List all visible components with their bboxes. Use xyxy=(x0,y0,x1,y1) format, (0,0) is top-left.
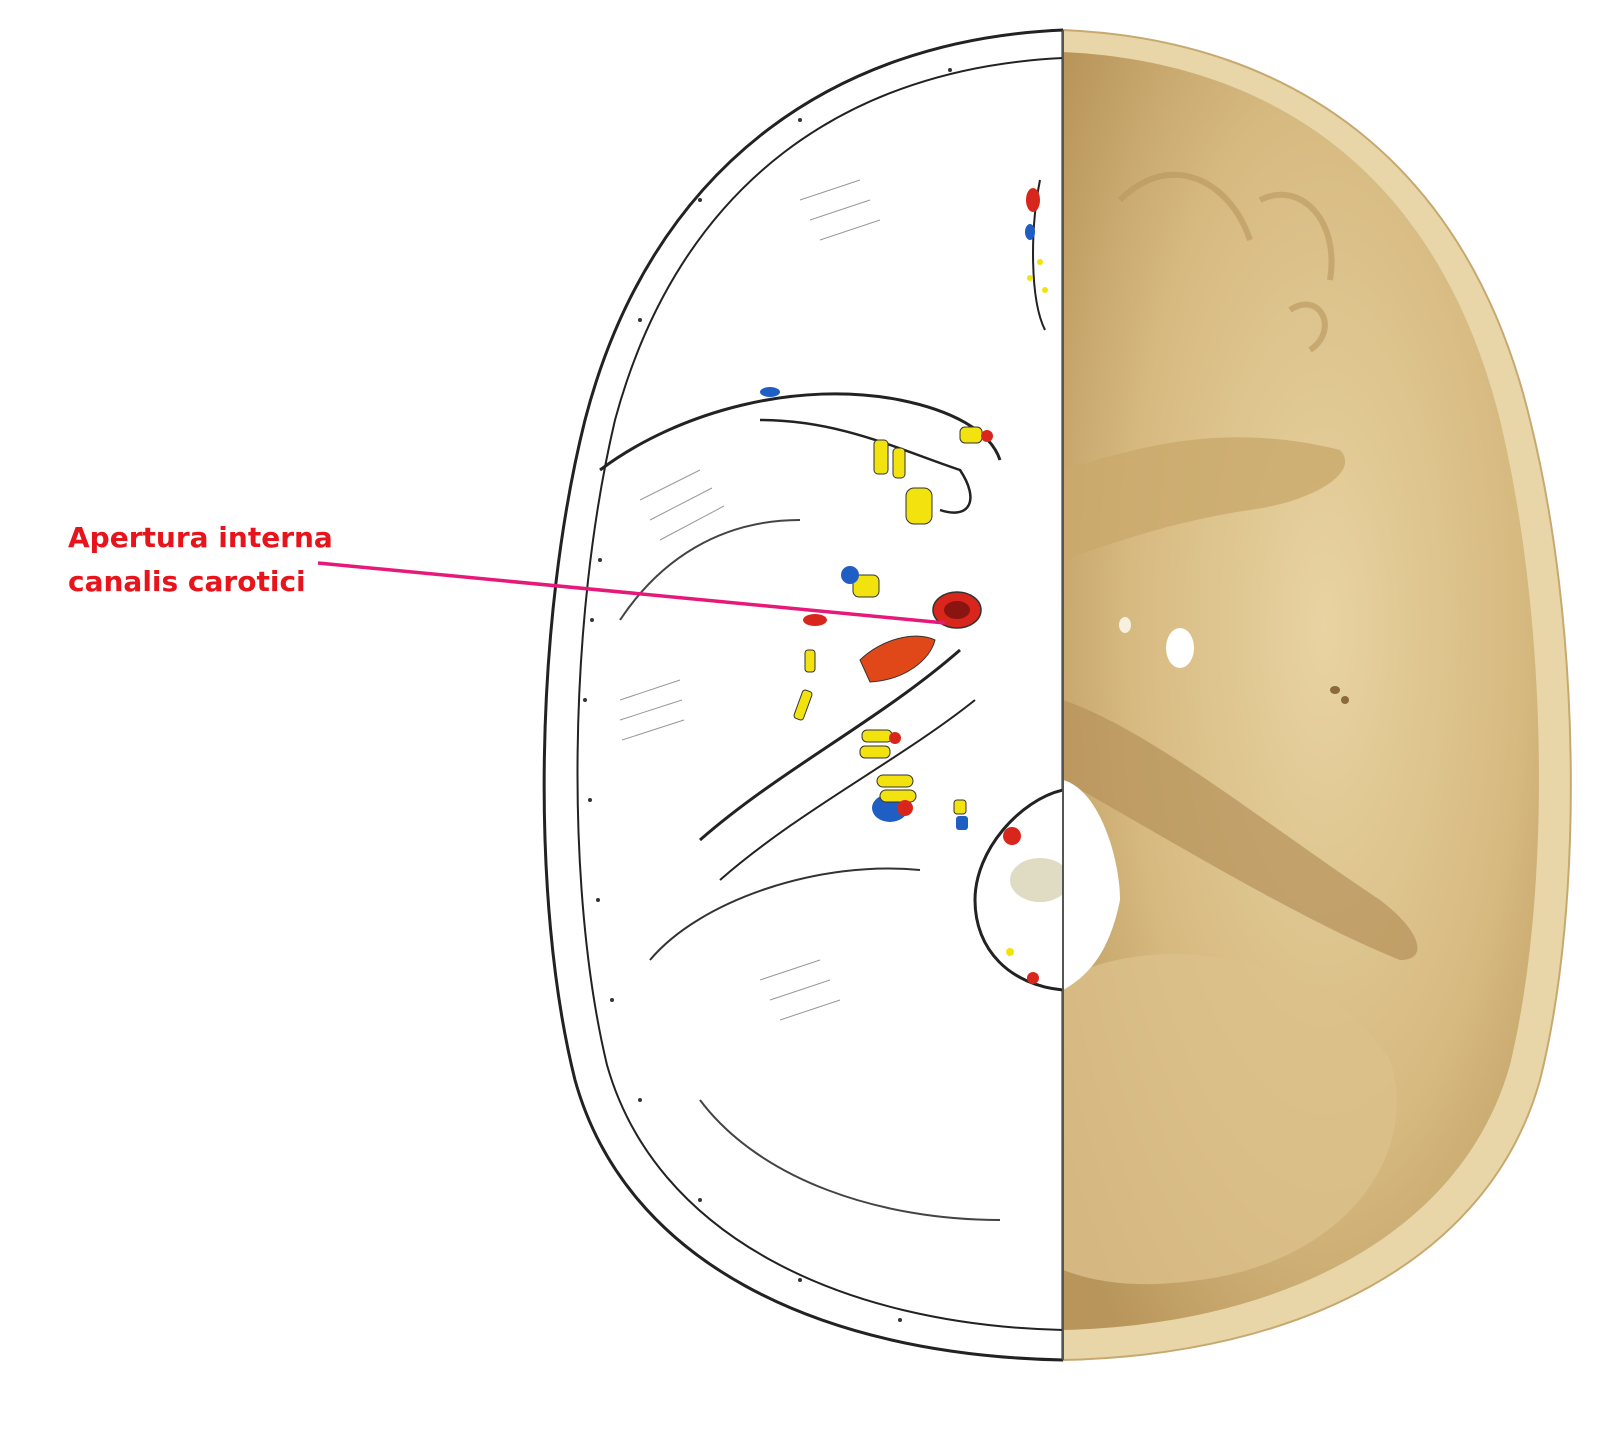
label-line-1: Apertura interna xyxy=(68,521,333,554)
label-line-2: canalis carotici xyxy=(68,565,306,598)
bone-photo-half xyxy=(1063,28,1572,1362)
bone-drawing-half xyxy=(542,28,1063,1362)
structure-label: Apertura interna canalis carotici xyxy=(68,516,333,604)
pointer-line xyxy=(317,561,946,625)
